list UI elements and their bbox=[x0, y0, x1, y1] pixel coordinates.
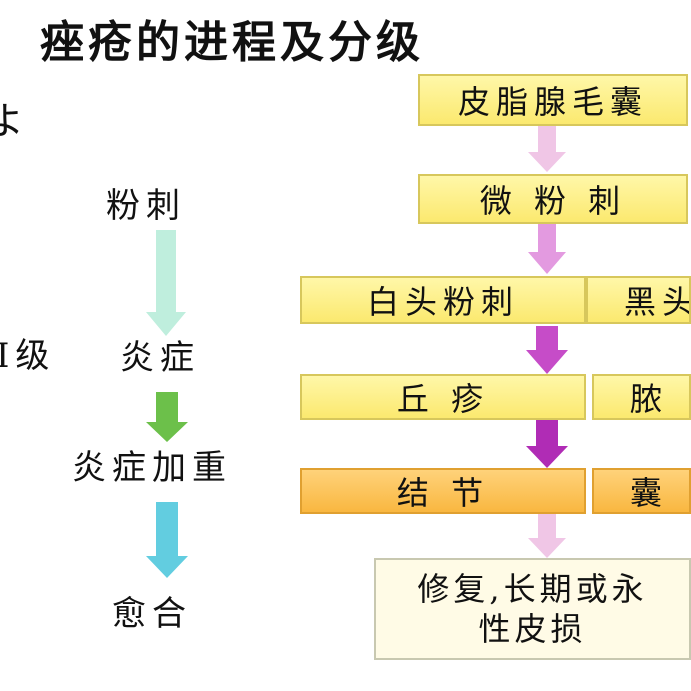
stage-inflammation: 炎症 bbox=[120, 338, 200, 378]
arrow-sebaceous-to-micro bbox=[528, 126, 566, 172]
left-edge-mark: よ bbox=[0, 99, 31, 143]
box-cyst: 囊 bbox=[592, 468, 691, 514]
arrow-comedone-to-inflammation bbox=[146, 230, 186, 336]
arrow-papule-to-nodule bbox=[526, 420, 568, 468]
box-whitehead: 白头粉刺 bbox=[300, 276, 586, 324]
box-pustule: 脓 bbox=[592, 374, 691, 420]
stage-comedone: 粉刺 bbox=[106, 186, 186, 226]
outcome-line-1: 修复,长期或永 bbox=[417, 570, 648, 608]
grade-label-fragment: Ⅰ级 bbox=[0, 336, 56, 376]
box-sebaceous-follicle: 皮脂腺毛囊 bbox=[418, 74, 688, 126]
box-outcome: 修复,长期或永 性皮损 bbox=[374, 558, 691, 660]
arrow-nodule-to-outcome bbox=[528, 514, 566, 558]
outcome-line-2: 性皮损 bbox=[478, 610, 587, 648]
page-title: 痤疮的进程及分级 bbox=[40, 17, 424, 68]
stage-healing: 愈合 bbox=[112, 594, 192, 634]
arrow-micro-to-whitehead bbox=[528, 224, 566, 274]
box-microcomedone: 微 粉 刺 bbox=[418, 174, 688, 224]
arrow-inflammation-to-severe bbox=[146, 392, 188, 442]
box-blackhead: 黑头 bbox=[586, 276, 691, 324]
box-nodule: 结 节 bbox=[300, 468, 586, 514]
arrow-severe-to-healing bbox=[146, 502, 188, 578]
arrow-whitehead-to-papule bbox=[526, 326, 568, 374]
stage-severe-inflammation: 炎症加重 bbox=[72, 448, 232, 488]
box-papule: 丘 疹 bbox=[300, 374, 586, 420]
